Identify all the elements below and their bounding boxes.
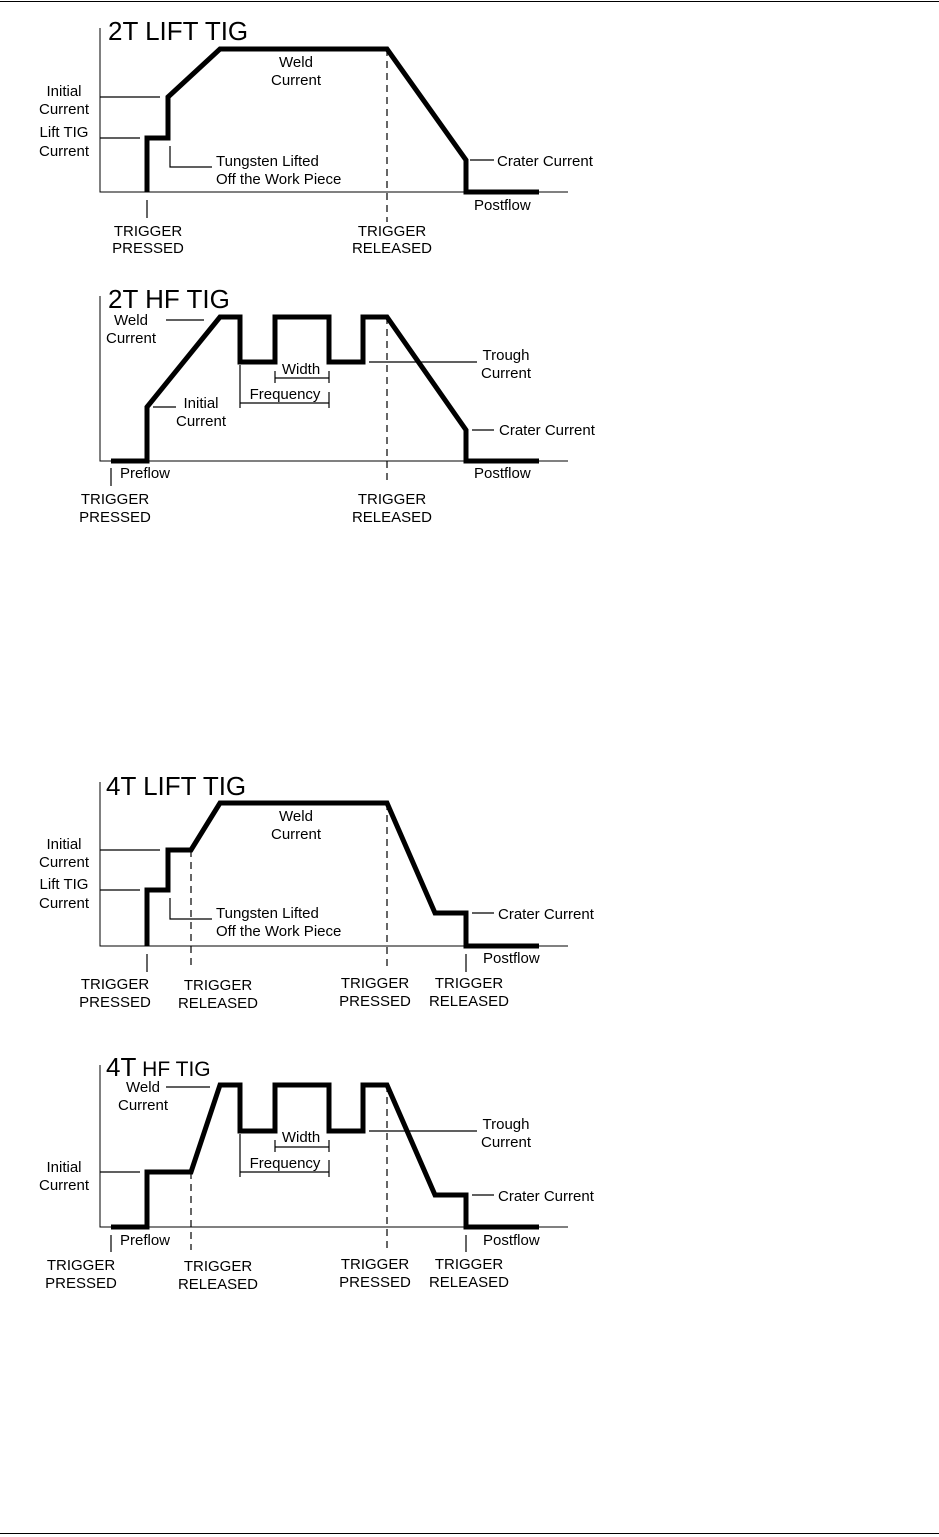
- trigger-pressed-label-1: TRIGGER: [81, 976, 150, 993]
- tungsten-lifted-leader: [169, 898, 212, 920]
- trigger-released-label-1: TRIGGER: [184, 1258, 253, 1275]
- tungsten-lifted-label: Tungsten Lifted: [216, 153, 319, 170]
- trigger-pressed-label-1: TRIGGER: [47, 1257, 116, 1274]
- lift-tig-current-label: Lift TIG: [40, 876, 89, 893]
- initial-current-label: Initial: [46, 836, 81, 853]
- frequency-label: Frequency: [250, 386, 321, 403]
- initial-current-label: Current: [39, 101, 90, 118]
- initial-current-label: Current: [39, 854, 90, 871]
- trigger-pressed-label: TRIGGER: [114, 223, 183, 240]
- lift-tig-current-label: Current: [39, 143, 90, 160]
- width-label: Width: [282, 361, 320, 378]
- current-waveform: [144, 46, 539, 195]
- bottom-rule: [0, 1533, 939, 1534]
- current-waveform: [111, 314, 539, 464]
- tungsten-lifted-label: Tungsten Lifted: [216, 905, 319, 922]
- weld-current-label: Current: [271, 826, 322, 843]
- trigger-released-label-1: RELEASED: [178, 995, 258, 1012]
- trigger-pressed-label: PRESSED: [112, 240, 184, 257]
- width-bracket: [274, 1140, 330, 1152]
- trough-current-label: Current: [481, 365, 532, 382]
- tungsten-lifted-leader: [169, 146, 212, 168]
- axes: [99, 1065, 568, 1228]
- crater-current-label: Crater Current: [498, 1188, 595, 1205]
- trigger-released-label: RELEASED: [352, 240, 432, 257]
- trigger-released-label-2: TRIGGER: [435, 975, 504, 992]
- diagram-title: 2T LIFT TIG: [108, 16, 248, 46]
- axes: [99, 296, 568, 462]
- tungsten-lifted-label: Off the Work Piece: [216, 923, 341, 940]
- frequency-bracket: [239, 365, 330, 408]
- weld-current-label: Weld: [126, 1079, 160, 1096]
- trough-current-label: Current: [481, 1134, 532, 1151]
- trigger-pressed-label-1: PRESSED: [45, 1275, 117, 1292]
- diagram-2t-hf-tig: 2T HF TIG Weld Current Initial Current W…: [79, 284, 596, 526]
- diagram-4t-hf-tig: 4T HF TIG Weld Current Initial Current W…: [39, 1052, 595, 1293]
- initial-current-label: Initial: [183, 395, 218, 412]
- width-bracket: [274, 371, 330, 383]
- trough-current-label: Trough: [483, 1116, 530, 1133]
- preflow-label: Preflow: [120, 465, 170, 482]
- diagram-title-suffix: HF TIG: [136, 1058, 210, 1081]
- diagram-title: 2T HF TIG: [108, 284, 230, 314]
- trigger-pressed-label-2: PRESSED: [339, 993, 411, 1010]
- diagram-4t-lift-tig: 4T LIFT TIG Weld Current Initial Current…: [39, 771, 595, 1012]
- trigger-released-label: TRIGGER: [358, 223, 427, 240]
- weld-current-label: Current: [118, 1097, 169, 1114]
- current-waveform: [144, 800, 539, 949]
- diagram-title: 4T LIFT TIG: [106, 771, 246, 801]
- axes: [99, 782, 568, 947]
- trigger-released-label-1: TRIGGER: [184, 977, 253, 994]
- weld-current-label: Current: [271, 72, 322, 89]
- trigger-released-label: RELEASED: [352, 509, 432, 526]
- trigger-pressed-label-2: PRESSED: [339, 1274, 411, 1291]
- initial-current-label: Current: [176, 413, 227, 430]
- current-waveform: [111, 1082, 539, 1230]
- lift-tig-current-label: Lift TIG: [40, 124, 89, 141]
- preflow-label: Preflow: [120, 1232, 170, 1249]
- diagram-2t-lift-tig: 2T LIFT TIG Weld Current Initial Current…: [39, 16, 594, 257]
- trough-current-label: Trough: [483, 347, 530, 364]
- crater-current-label: Crater Current: [498, 906, 595, 923]
- trigger-pressed-label: PRESSED: [79, 509, 151, 526]
- trigger-released-label-2: RELEASED: [429, 993, 509, 1010]
- trigger-pressed-label-1: PRESSED: [79, 994, 151, 1011]
- initial-current-label: Initial: [46, 1159, 81, 1176]
- initial-current-label: Initial: [46, 83, 81, 100]
- weld-current-label: Weld: [279, 808, 313, 825]
- postflow-label: Postflow: [474, 197, 531, 214]
- axes: [99, 28, 568, 193]
- frequency-bracket: [239, 1134, 330, 1177]
- weld-current-label: Current: [106, 330, 157, 347]
- top-rule: [0, 1, 939, 2]
- lift-tig-current-label: Current: [39, 895, 90, 912]
- postflow-label: Postflow: [474, 465, 531, 482]
- trigger-pressed-label: TRIGGER: [81, 491, 150, 508]
- trigger-released-label-2: RELEASED: [429, 1274, 509, 1291]
- initial-current-label: Current: [39, 1177, 90, 1194]
- postflow-label: Postflow: [483, 1232, 540, 1249]
- postflow-label: Postflow: [483, 950, 540, 967]
- trigger-released-label-2: TRIGGER: [435, 1256, 504, 1273]
- weld-current-label: Weld: [114, 312, 148, 329]
- trigger-released-label-1: RELEASED: [178, 1276, 258, 1293]
- diagram-title: 4T HF TIG: [106, 1052, 211, 1082]
- weld-current-label: Weld: [279, 54, 313, 71]
- frequency-label: Frequency: [250, 1155, 321, 1172]
- tungsten-lifted-label: Off the Work Piece: [216, 171, 341, 188]
- width-label: Width: [282, 1129, 320, 1146]
- crater-current-label: Crater Current: [497, 153, 594, 170]
- trigger-pressed-label-2: TRIGGER: [341, 975, 410, 992]
- trigger-released-label: TRIGGER: [358, 491, 427, 508]
- crater-current-label: Crater Current: [499, 422, 596, 439]
- diagram-title-prefix: 4T: [106, 1052, 136, 1082]
- trigger-pressed-label-2: TRIGGER: [341, 1256, 410, 1273]
